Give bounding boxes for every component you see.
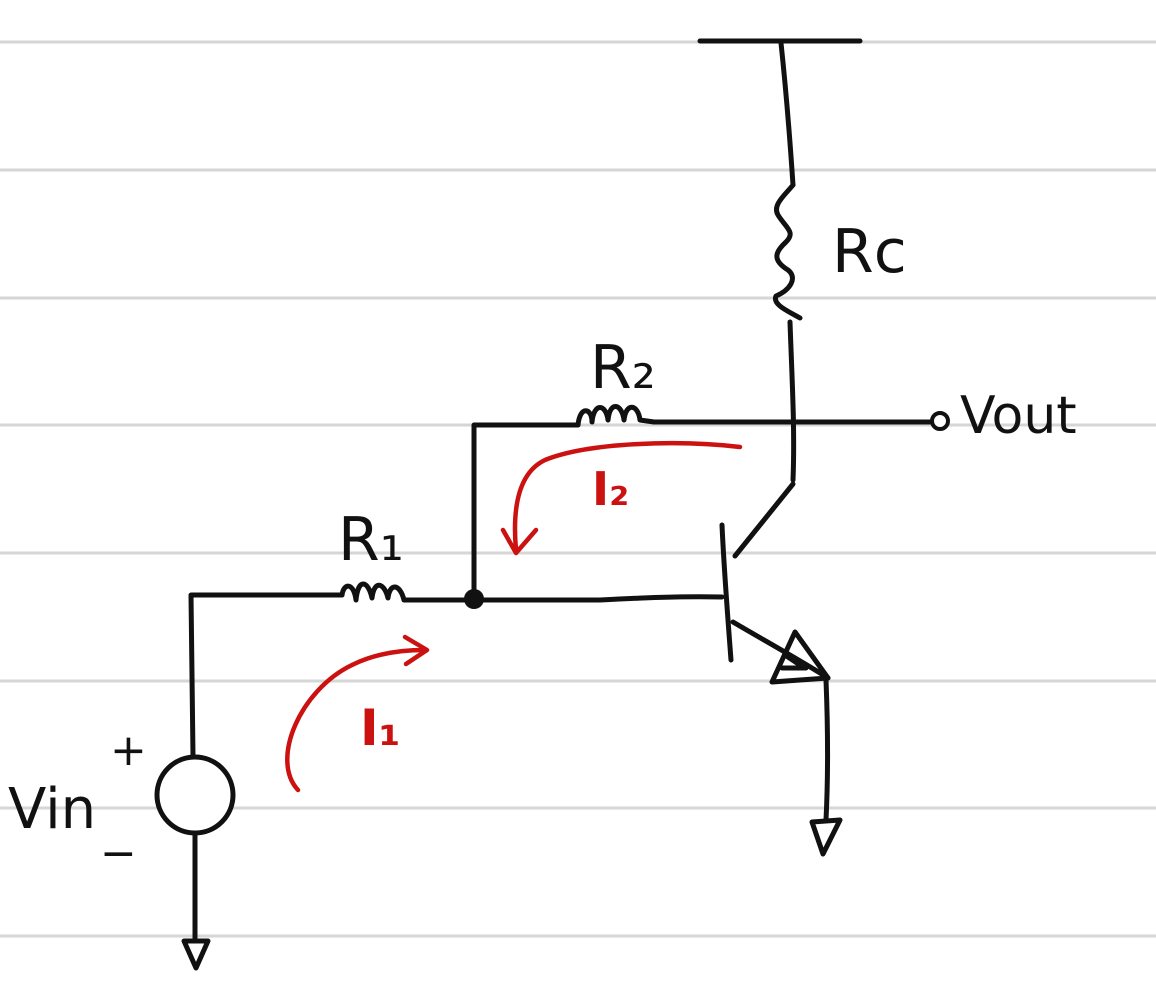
i2-label: I₂ (592, 462, 629, 516)
emitter-wire (823, 677, 830, 823)
voltage-source-icon (154, 754, 236, 836)
junction-dot-icon (464, 589, 484, 609)
vout-label: Vout (960, 386, 1077, 446)
vout-wire-left (471, 422, 581, 603)
vin-minus-label: − (100, 828, 137, 879)
output-terminal-icon (930, 411, 950, 431)
vin-label: Vin (8, 777, 96, 842)
i1-arrow (285, 647, 428, 793)
resistor-icon (773, 182, 803, 321)
input-wire-right (415, 594, 725, 603)
i2-arrowhead (500, 527, 539, 556)
rc-label: Rc (832, 217, 907, 287)
npn-transistor-icon (719, 481, 831, 685)
r1-label: R₁ (338, 505, 404, 575)
i2-arrow (512, 441, 743, 553)
r2-label: R₂ (590, 333, 656, 403)
i1-arrowhead (402, 634, 430, 667)
rc-top-wire (778, 40, 796, 188)
collector-wire (787, 319, 797, 483)
vin-plus-label: + (110, 725, 147, 776)
i1-label: I₁ (360, 699, 401, 757)
resistor-icon (339, 581, 421, 603)
ground-icon (181, 938, 211, 971)
ground-icon (809, 817, 843, 857)
input-wire-left (188, 592, 345, 759)
resistor-icon (575, 404, 657, 428)
